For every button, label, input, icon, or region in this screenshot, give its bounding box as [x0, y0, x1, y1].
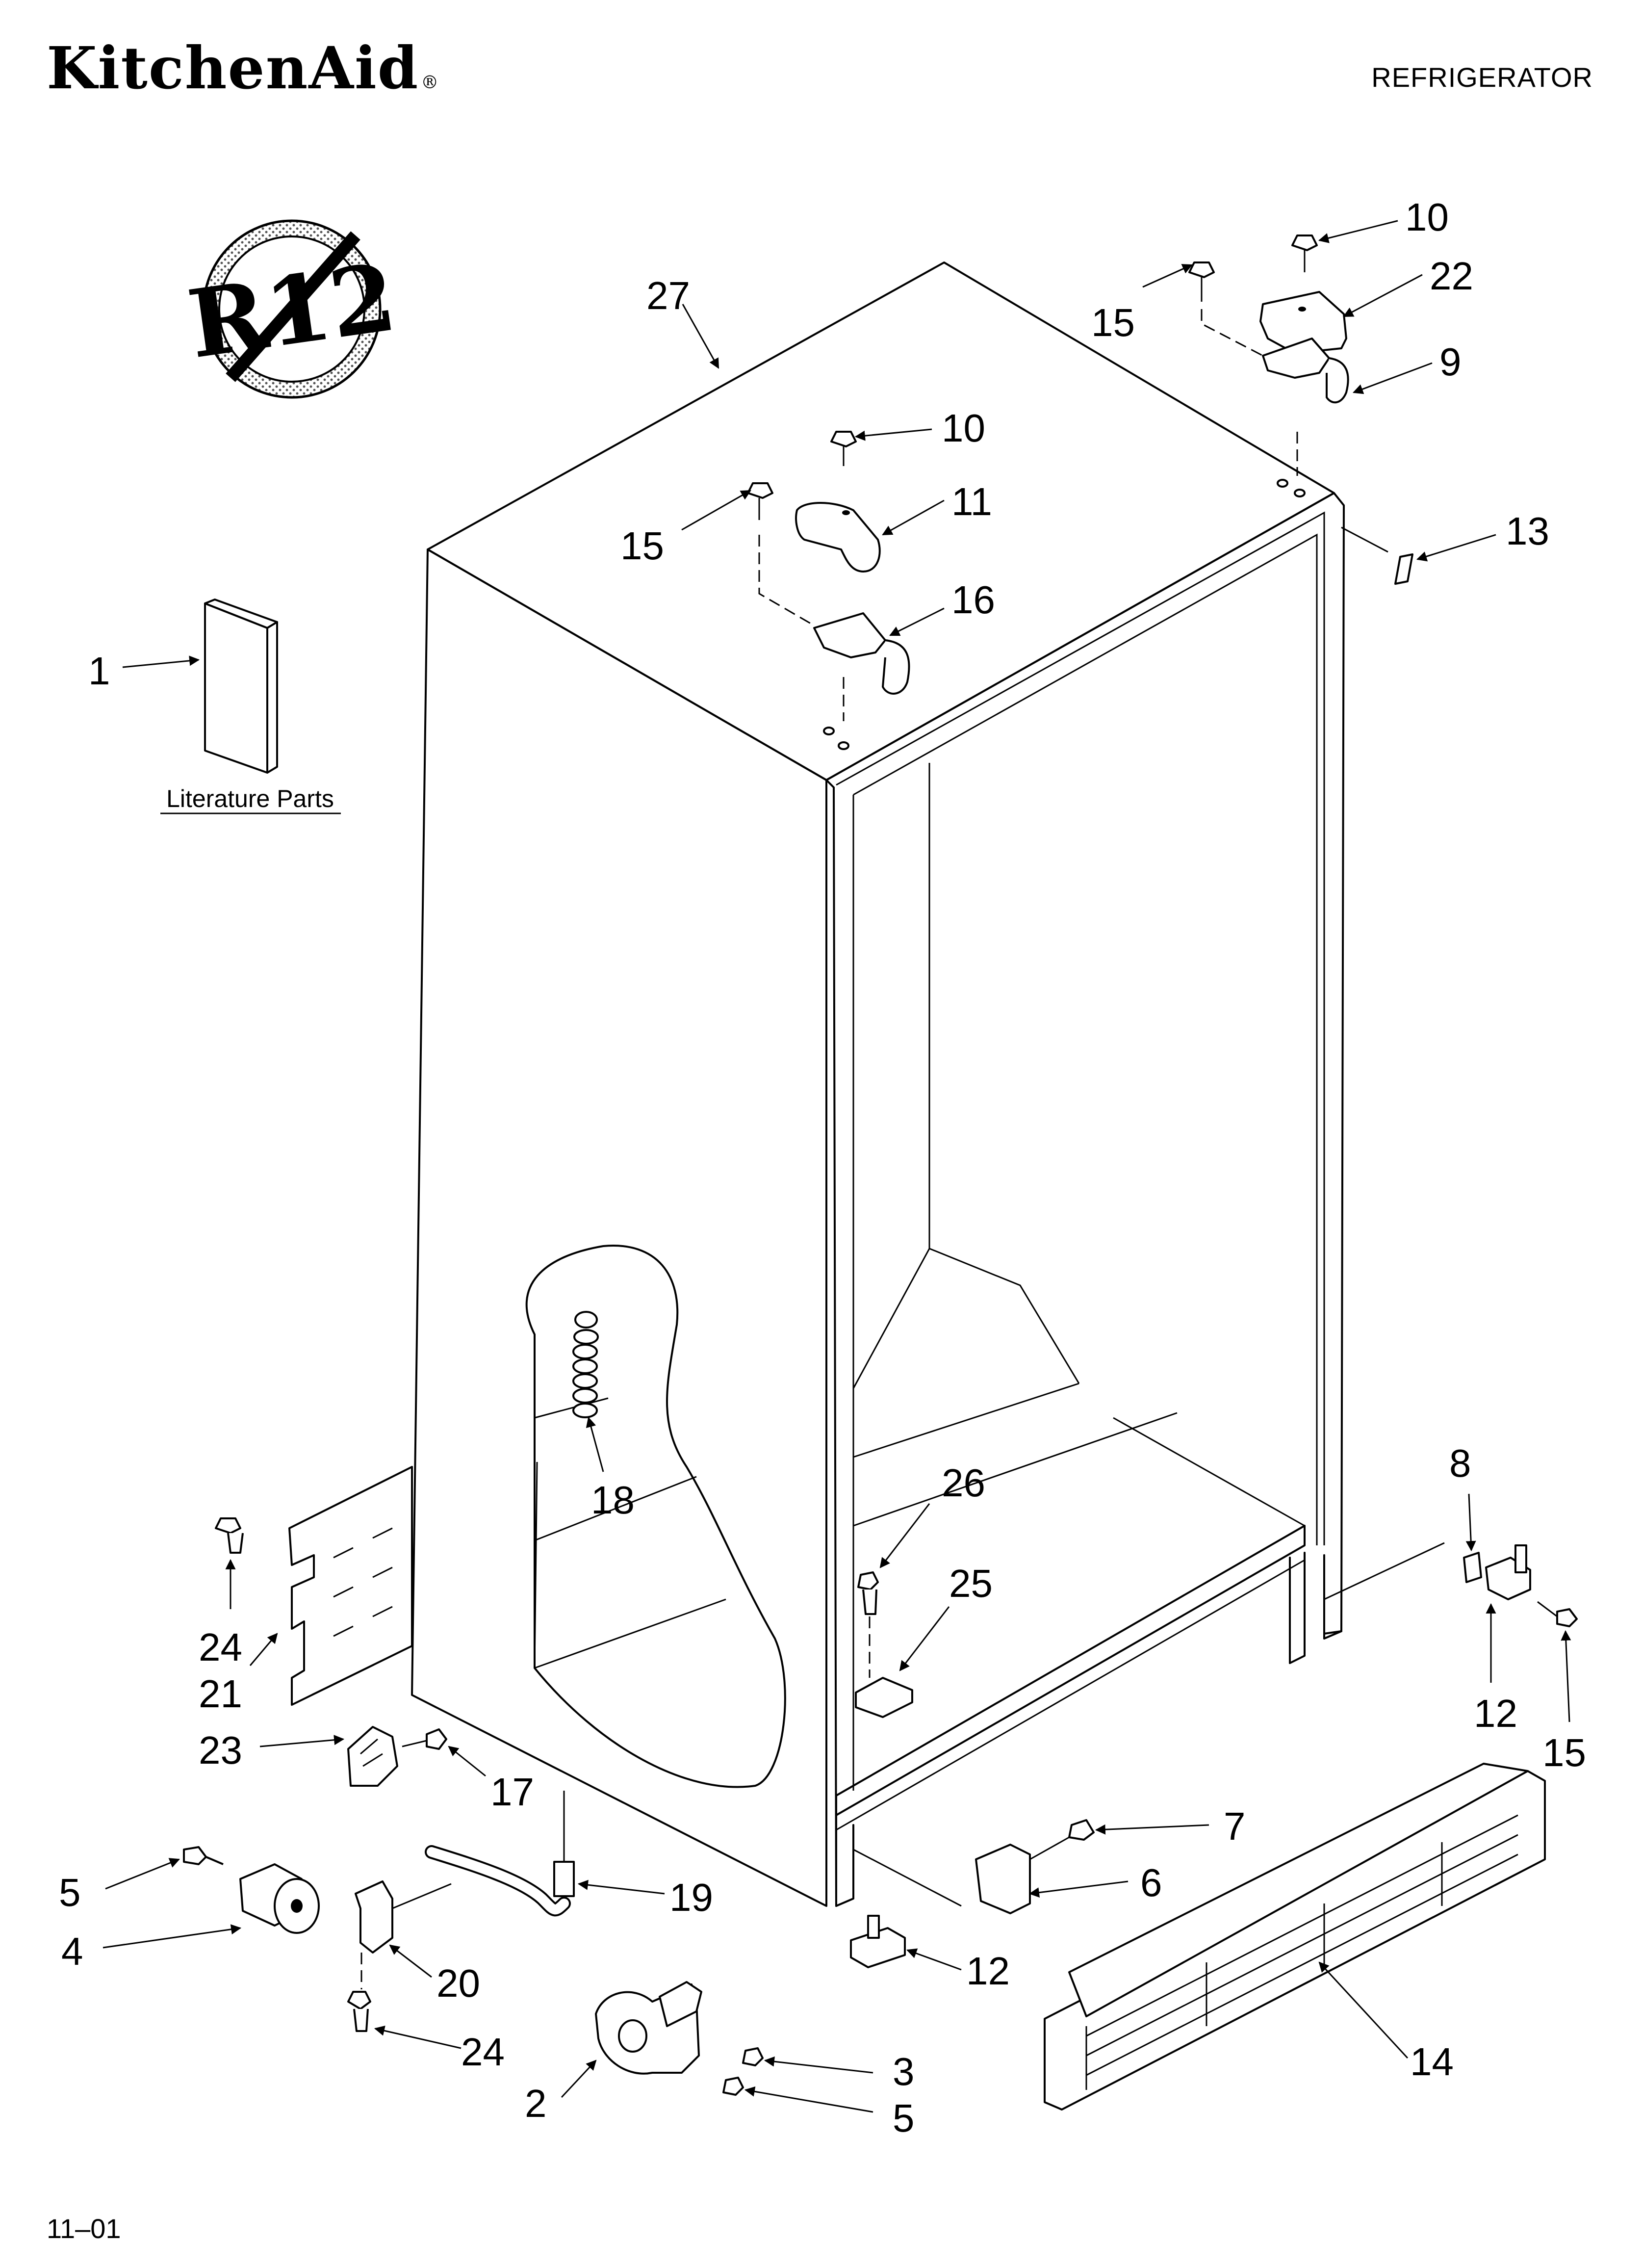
callout-3: 3 — [893, 2050, 915, 2093]
appliance-type: REFRIGERATOR — [1371, 62, 1593, 93]
callout-6: 6 — [1140, 1861, 1162, 1904]
callout-15: 15 — [620, 524, 664, 568]
base-grille — [1044, 1763, 1546, 2111]
water-tube — [425, 1791, 575, 1917]
trim-clip — [1341, 526, 1413, 585]
literature-booklet: Literature Parts — [160, 599, 341, 814]
callout-17: 17 — [490, 1770, 534, 1814]
callout-8: 8 — [1449, 1441, 1471, 1485]
literature-label: Literature Parts — [166, 785, 334, 812]
right-lower-hinge-group — [1463, 1544, 1578, 1627]
clamp-group — [347, 1880, 452, 2032]
prohibit-slash — [226, 231, 360, 382]
callout-5: 5 — [59, 1871, 81, 1914]
callout-7: 7 — [1224, 1804, 1246, 1848]
cabinet-shell — [411, 261, 1445, 1907]
callout-23: 23 — [199, 1728, 242, 1772]
grille-bracket-group — [850, 1819, 1095, 1968]
callout-4: 4 — [61, 1929, 83, 1973]
callout-26: 26 — [942, 1461, 985, 1505]
callout-24: 24 — [461, 2030, 505, 2074]
callout-18: 18 — [591, 1478, 635, 1522]
top-right-hinge-group — [1188, 235, 1349, 497]
callout-15: 15 — [1542, 1731, 1586, 1774]
callout-16: 16 — [951, 578, 995, 622]
callout-24: 24 — [199, 1625, 242, 1669]
callout-leaders — [103, 220, 1571, 2113]
callout-21: 21 — [199, 1672, 242, 1716]
callout-27: 27 — [646, 274, 690, 317]
callout-19: 19 — [669, 1876, 713, 1919]
callout-10: 10 — [1405, 195, 1449, 239]
callout-12: 12 — [1474, 1692, 1517, 1735]
brand-logo: KitchenAid® — [47, 39, 439, 97]
callout-1: 1 — [88, 649, 110, 693]
callout-11: 11 — [951, 480, 992, 523]
bracket-and-screw-group — [347, 1726, 447, 1787]
front-leveler-group — [595, 1981, 764, 2096]
callout-numbers: 1 27 10 15 11 16 10 15 22 9 13 18 24 21 … — [59, 195, 1586, 2140]
top-center-hinge-group — [747, 431, 910, 750]
callout-5: 5 — [893, 2096, 915, 2140]
callout-14: 14 — [1410, 2040, 1454, 2084]
page-code: 11–01 — [47, 2213, 121, 2244]
no-r12-badge: R12 — [182, 219, 402, 399]
front-roller-group — [183, 1846, 320, 1934]
callout-10: 10 — [942, 406, 985, 450]
left-rear-bracket-group — [215, 1466, 413, 1706]
callout-2: 2 — [525, 2082, 547, 2125]
callout-22: 22 — [1430, 254, 1473, 298]
registered-mark: ® — [421, 73, 440, 93]
callout-9: 9 — [1439, 340, 1462, 384]
callout-13: 13 — [1506, 509, 1549, 553]
brand-name: KitchenAid — [47, 34, 419, 102]
center-bracket-group — [855, 1571, 913, 1718]
drain-spring — [572, 1311, 599, 1418]
callout-20: 20 — [436, 1961, 480, 2005]
callout-25: 25 — [949, 1562, 993, 1605]
callout-12: 12 — [966, 1949, 1010, 1993]
callout-15: 15 — [1091, 301, 1135, 344]
